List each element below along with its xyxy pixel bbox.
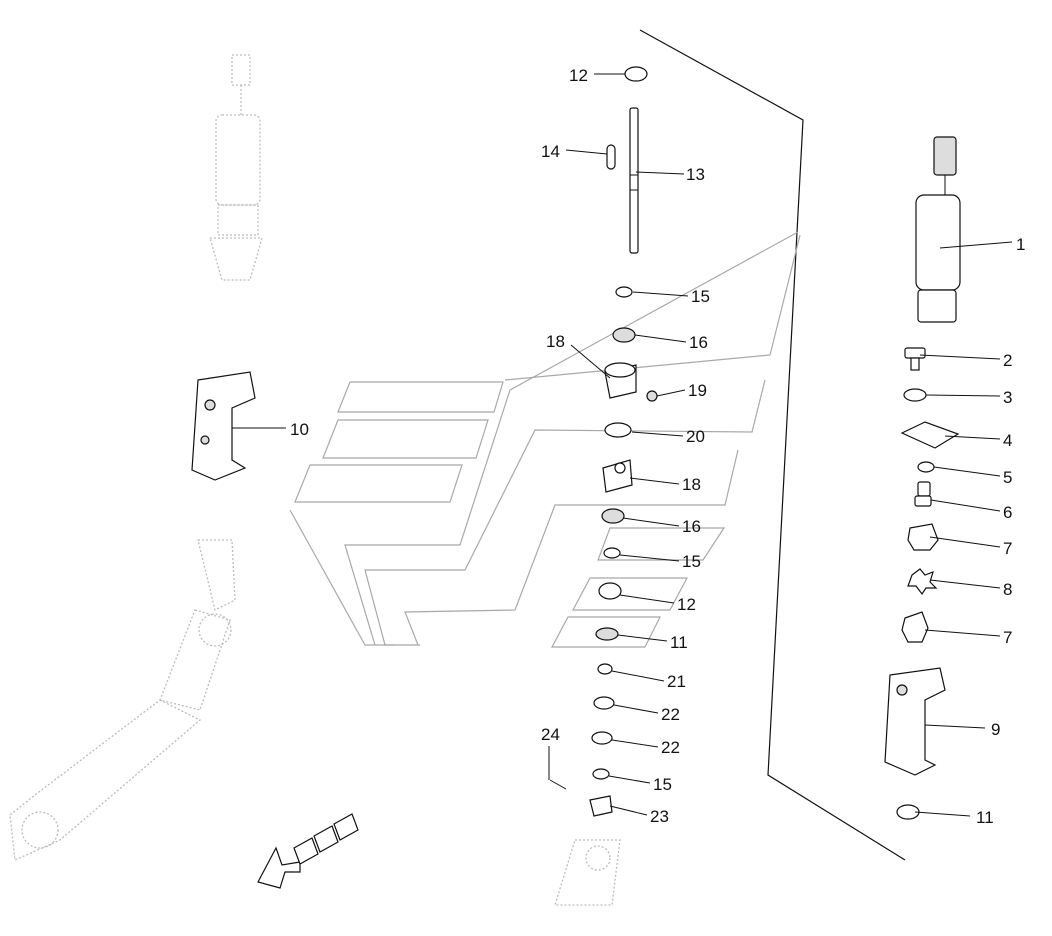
callout-20: 20 <box>686 427 705 446</box>
callout-11: 11 <box>670 633 688 652</box>
callout-18: 18 <box>682 475 701 494</box>
part-bearing-top <box>624 66 648 82</box>
assembly-frame-outline <box>639 29 906 861</box>
part-nut <box>646 390 658 402</box>
part-gasket-plate <box>900 421 960 449</box>
ghost-linkage-arm <box>9 539 236 861</box>
callout-7: 7 <box>1003 539 1012 558</box>
callout-14: 14 <box>541 142 560 161</box>
callout-5: 5 <box>1003 468 1012 487</box>
direction-arrow-icon <box>257 813 359 889</box>
part-ring <box>917 461 935 473</box>
part-ring-small <box>597 663 613 675</box>
part-shaft <box>629 107 639 254</box>
callout-21: 21 <box>667 672 686 691</box>
callout-12: 12 <box>677 595 696 614</box>
callout-16: 16 <box>682 517 701 536</box>
part-lock-nut <box>589 795 613 817</box>
part-seal-lower <box>601 508 625 524</box>
callout-15: 15 <box>682 552 701 571</box>
part-star-coupling <box>907 568 938 596</box>
part-coupler-lower <box>901 611 929 643</box>
callout-19: 19 <box>688 381 707 400</box>
callout-9: 9 <box>991 720 1000 739</box>
ghost-linkage-bottom <box>554 839 621 906</box>
part-snap-ring-middle <box>603 547 621 559</box>
callout-10: 10 <box>290 420 309 439</box>
part-screw <box>914 481 932 507</box>
callout-22: 22 <box>661 705 680 724</box>
part-spacer-lower <box>591 731 613 745</box>
part-washer <box>903 388 927 402</box>
part-snap-ring-lower <box>592 768 610 780</box>
part-circlip <box>604 422 632 438</box>
callout-7: 7 <box>1003 628 1012 647</box>
part-key <box>606 144 616 170</box>
callout-labels: 1 2 3 4 5 6 7 8 7 9 11 10 12 13 14 15 16… <box>290 66 1025 827</box>
callout-11: 11 <box>976 808 994 827</box>
callout-16: 16 <box>689 333 708 352</box>
callout-22: 22 <box>661 738 680 757</box>
part-bracket-right <box>884 667 946 776</box>
callout-13: 13 <box>686 165 705 184</box>
part-housing-upper <box>604 362 637 399</box>
ghost-actuator-left <box>209 54 263 281</box>
part-bracket-left <box>191 371 256 481</box>
part-bearing-center <box>595 627 619 641</box>
callout-1: 1 <box>1016 235 1025 254</box>
callout-8: 8 <box>1003 580 1012 599</box>
callout-3: 3 <box>1003 388 1012 407</box>
part-bolt <box>904 347 926 371</box>
part-pin <box>549 779 567 790</box>
callout-4: 4 <box>1003 431 1012 450</box>
leader-lines <box>232 73 1013 817</box>
background-chevron-graphic <box>289 231 801 648</box>
callout-15: 15 <box>653 775 672 794</box>
callout-18: 18 <box>546 332 565 351</box>
callout-6: 6 <box>1003 503 1012 522</box>
part-coupler-upper <box>907 523 939 551</box>
part-snap-ring-upper <box>615 286 633 298</box>
part-spacer-upper <box>593 696 615 710</box>
part-actuator <box>915 136 961 323</box>
part-housing-lower <box>602 459 633 493</box>
callout-12: 12 <box>569 66 588 85</box>
callout-2: 2 <box>1003 351 1012 370</box>
callout-15: 15 <box>691 287 710 306</box>
callout-24: 24 <box>541 725 560 744</box>
part-bearing-middle <box>598 582 622 600</box>
callout-23: 23 <box>650 807 669 826</box>
part-seal-upper <box>612 327 636 343</box>
